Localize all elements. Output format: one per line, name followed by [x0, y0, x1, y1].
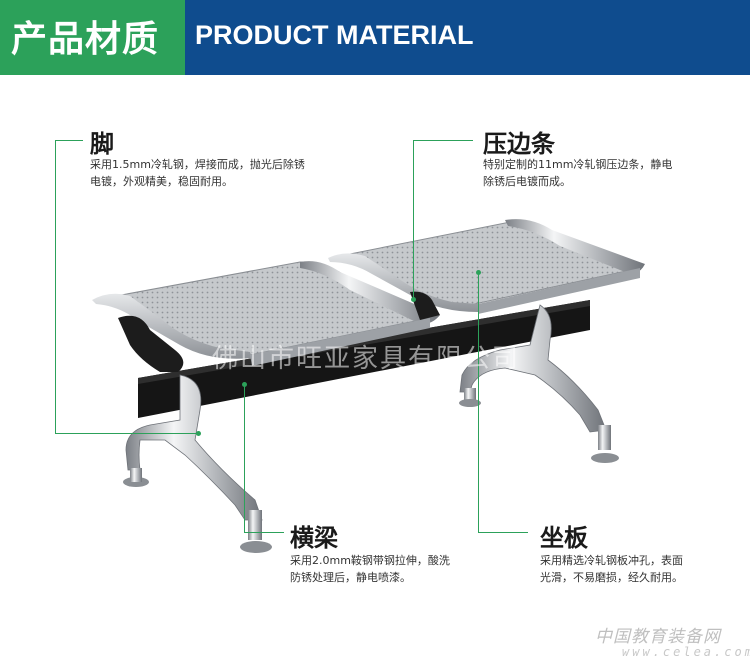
header-banner: 产品材质 PRODUCT MATERIAL [0, 0, 750, 75]
watermark-site-cn: 中国教育装备网 [595, 627, 721, 647]
callout-foot-desc-1: 采用1.5mm冷轧钢，焊接而成，抛光后除锈 [90, 158, 305, 171]
pointer-edge-dot [411, 297, 416, 302]
pointer-beam-v [244, 385, 245, 533]
callout-seat-desc-2: 光滑，不易磨损，经久耐用。 [540, 571, 683, 584]
pointer-foot-bottom [55, 433, 198, 434]
callout-seat-desc-1: 采用精选冷轧钢板冲孔，表面 [540, 554, 683, 567]
pointer-seat-dot [476, 270, 481, 275]
connector-left [118, 315, 184, 372]
header-cn-block: 产品材质 [0, 0, 185, 75]
leg-right [459, 304, 607, 433]
callout-beam-title: 横梁 [290, 524, 338, 552]
callout-edge-title: 压边条 [483, 130, 555, 158]
pointer-foot-dot [196, 431, 201, 436]
callout-foot-title: 脚 [90, 130, 114, 158]
pointer-beam-h [244, 532, 284, 533]
connector-mid [410, 291, 440, 320]
callout-beam-desc-1: 采用2.0mm鞍钢带钢拉伸，酸洗 [290, 554, 450, 567]
callout-seat-title: 坐板 [540, 524, 588, 552]
pointer-seat-h [478, 532, 528, 533]
crossbeam [138, 300, 590, 418]
pointer-seat-v [478, 273, 479, 533]
page-title-en: PRODUCT MATERIAL [195, 20, 474, 50]
pointer-beam-dot [242, 382, 247, 387]
callout-edge-desc-2: 除锈后电镀而成。 [483, 175, 571, 188]
watermark-site-en: www.celea.com [622, 645, 750, 659]
pointer-foot-top [55, 140, 83, 141]
callout-beam-desc-2: 防锈处理后，静电喷漆。 [290, 571, 411, 584]
pointer-edge-top [413, 140, 473, 141]
leg-left [125, 374, 263, 521]
page-title-cn: 产品材质 [11, 19, 160, 60]
pointer-foot-v [55, 140, 56, 434]
pointer-edge-v [413, 140, 414, 300]
callout-edge-desc-1: 特别定制的11mm冷轧钢压边条，静电 [483, 158, 673, 171]
callout-foot-desc-2: 电镀，外观精美，稳固耐用。 [90, 175, 233, 188]
watermark-company: 佛山市旺亚家具有限公司 [212, 344, 521, 374]
